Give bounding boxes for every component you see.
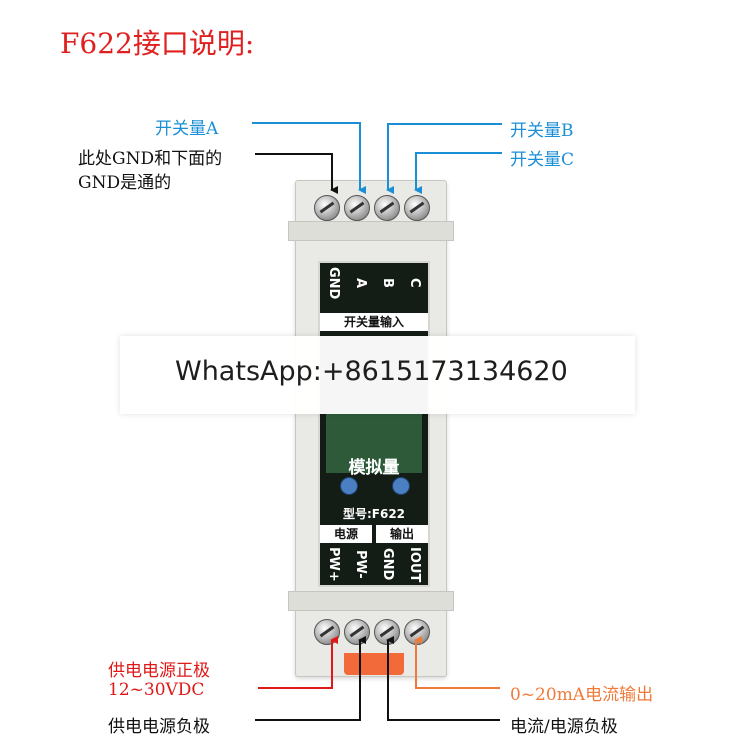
screw-terminal-icon — [404, 195, 430, 221]
screw-terminal-icon — [314, 195, 340, 221]
pin-label-c: C — [407, 278, 422, 288]
label-switch-b: 开关量B — [510, 121, 574, 141]
screw-terminal-icon — [374, 195, 400, 221]
pin-label-iout: IOUT — [407, 547, 422, 583]
arrow-current-output — [414, 636, 500, 689]
pin-label-b: B — [380, 278, 395, 289]
arrow-current-negative — [386, 636, 500, 721]
arrow-gnd-top — [255, 153, 338, 194]
potentiometer-icon — [340, 477, 358, 495]
watermark-banner: WhatsApp:+8615173134620 — [120, 336, 635, 414]
screw-terminal-icon — [344, 195, 370, 221]
pin-label-gnd-top: GND — [326, 267, 341, 300]
pin-label-pw-minus: PW- — [353, 550, 368, 579]
arrow-power-positive — [258, 636, 338, 689]
front-panel: GND A B C 开关量输入 模拟量 型号:F622 电源 输出 PW+ PW… — [318, 261, 430, 587]
label-switch-c: 开关量C — [510, 150, 575, 170]
screw-terminal-icon — [374, 619, 400, 645]
top-terminal-block — [314, 195, 430, 225]
output-band: 输出 — [376, 525, 428, 543]
din-rail-clip-top — [288, 221, 454, 241]
bottom-pin-labels: PW+ PW- GND IOUT — [320, 547, 428, 582]
analog-label: 模拟量 — [348, 458, 400, 478]
arrow-switch-c — [414, 152, 502, 194]
pin-label-gnd-bottom: GND — [380, 548, 395, 581]
potentiometer-icon — [392, 477, 410, 495]
switch-input-band: 开关量输入 — [320, 313, 428, 331]
label-power-positive-2: 12~30VDC — [108, 680, 205, 700]
page-title: F622接口说明: — [60, 27, 255, 60]
arrow-power-negative — [255, 636, 366, 721]
label-power-positive-1: 供电电源正极 — [108, 661, 210, 681]
pin-label-a: A — [353, 278, 368, 289]
label-current-power-negative: 电流/电源负极 — [510, 717, 618, 737]
watermark-text: WhatsApp:+8615173134620 — [175, 356, 568, 387]
label-switch-a: 开关量A — [155, 119, 219, 139]
arrow-switch-b — [386, 123, 502, 194]
arrow-switch-a — [252, 122, 366, 194]
label-gnd-note-1: 此处GND和下面的 — [78, 149, 223, 169]
label-gnd-note-2: GND是通的 — [78, 173, 172, 193]
label-current-output: 0~20mA电流输出 — [510, 685, 654, 705]
pcb-area — [326, 413, 422, 473]
top-pin-labels: GND A B C — [320, 267, 428, 299]
pin-label-pw-plus: PW+ — [326, 547, 341, 583]
f622-module: GND A B C 开关量输入 模拟量 型号:F622 电源 输出 PW+ PW… — [288, 180, 454, 677]
power-band: 电源 — [320, 525, 372, 543]
label-power-negative: 供电电源负极 — [108, 717, 210, 737]
model-label: 型号:F622 — [342, 507, 406, 521]
din-rail-clip-bottom — [288, 591, 454, 611]
